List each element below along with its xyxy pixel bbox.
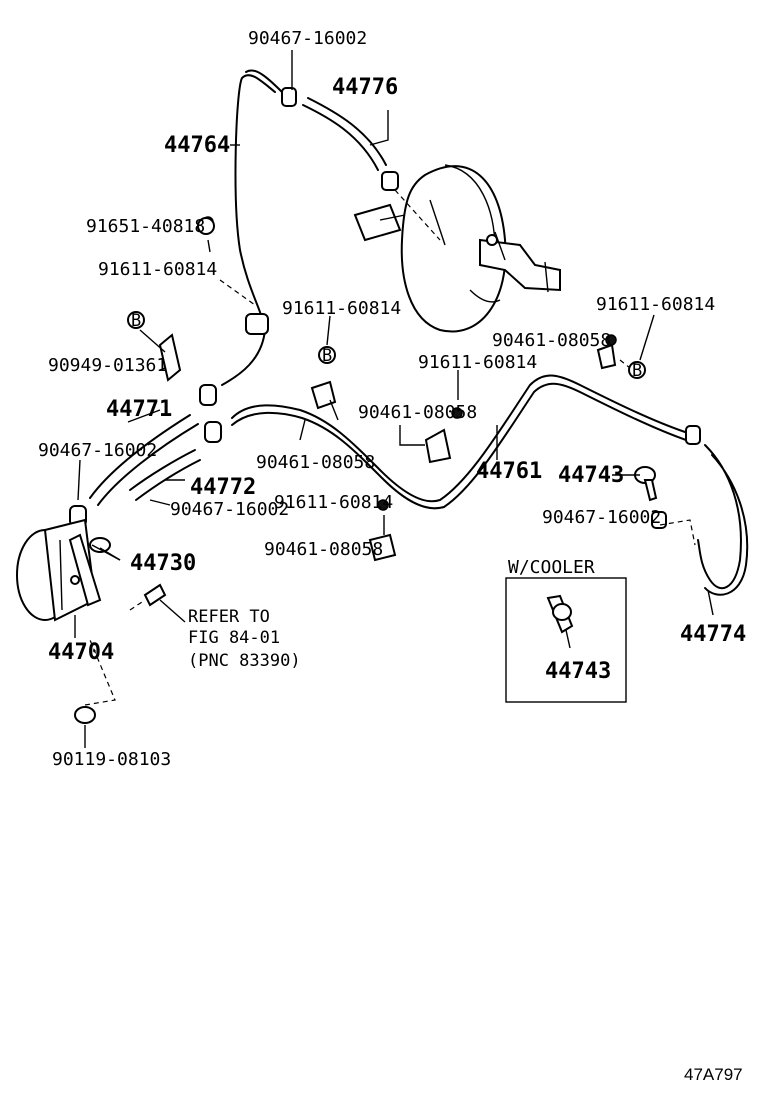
label-90461-08058-b: 90461-08058 bbox=[358, 402, 477, 423]
vacuum-pump-44704 bbox=[16, 518, 102, 622]
label-90461-08058-c: 90461-08058 bbox=[256, 452, 375, 473]
brake-booster bbox=[353, 164, 561, 333]
label-44761: 44761 bbox=[476, 459, 542, 484]
label-44743: 44743 bbox=[558, 463, 624, 488]
label-44764: 44764 bbox=[164, 133, 230, 158]
label-44772: 44772 bbox=[190, 475, 256, 500]
label-90467-16002-mid: 90467-16002 bbox=[170, 499, 289, 520]
cooler-title: W/COOLER bbox=[508, 557, 595, 578]
label-91611-60814-b: 91611-60814 bbox=[282, 298, 401, 319]
bolt-symbols bbox=[127, 217, 646, 379]
refer-line-3: (PNC 83390) bbox=[188, 651, 301, 671]
label-44704: 44704 bbox=[48, 640, 114, 665]
hose-44772 bbox=[129, 449, 201, 501]
label-cooler-44743: 44743 bbox=[545, 659, 611, 684]
cooler-inset bbox=[505, 577, 627, 703]
nut-90119 bbox=[74, 639, 116, 724]
bolt-symbol-1: B bbox=[131, 311, 141, 331]
figure-code: 47A797 bbox=[684, 1065, 743, 1084]
label-44776: 44776 bbox=[332, 75, 398, 100]
leader-lines bbox=[74, 50, 714, 748]
label-90467-16002-right: 90467-16002 bbox=[542, 507, 661, 528]
hose-clamps bbox=[69, 87, 701, 529]
joint-44743 bbox=[634, 466, 658, 502]
refer-line-1: REFER TO bbox=[188, 607, 270, 627]
label-90467-16002-top: 90467-16002 bbox=[248, 28, 367, 49]
label-90467-16002-left: 90467-16002 bbox=[38, 440, 157, 461]
label-91611-60814-c: 91611-60814 bbox=[596, 294, 715, 315]
pipe-44764 bbox=[221, 74, 276, 386]
hose-44776 bbox=[302, 97, 387, 171]
check-valve-44730 bbox=[89, 537, 121, 561]
brackets bbox=[158, 216, 617, 562]
label-44730: 44730 bbox=[130, 551, 196, 576]
label-91611-60814-a: 91611-60814 bbox=[98, 259, 217, 280]
label-44771: 44771 bbox=[106, 397, 172, 422]
label-90119-08103: 90119-08103 bbox=[52, 749, 171, 770]
label-91611-60814-d: 91611-60814 bbox=[418, 352, 537, 373]
label-91611-60814-e: 91611-60814 bbox=[274, 492, 393, 513]
bolt-symbol-2: B bbox=[322, 346, 332, 366]
refer-line-2: FIG 84-01 bbox=[188, 628, 280, 648]
bolt-symbol-3: B bbox=[632, 361, 642, 381]
hose-44771 bbox=[89, 414, 199, 506]
label-91651-40818: 91651-40818 bbox=[86, 216, 205, 237]
refer-fitting bbox=[129, 583, 186, 623]
label-90461-08058-a: 90461-08058 bbox=[492, 330, 611, 351]
label-44774: 44774 bbox=[680, 622, 746, 647]
label-90949-01361: 90949-01361 bbox=[48, 355, 167, 376]
hose-44774 bbox=[697, 444, 749, 596]
label-90461-08058-d: 90461-08058 bbox=[264, 539, 383, 560]
pipe-44761 bbox=[231, 374, 686, 503]
